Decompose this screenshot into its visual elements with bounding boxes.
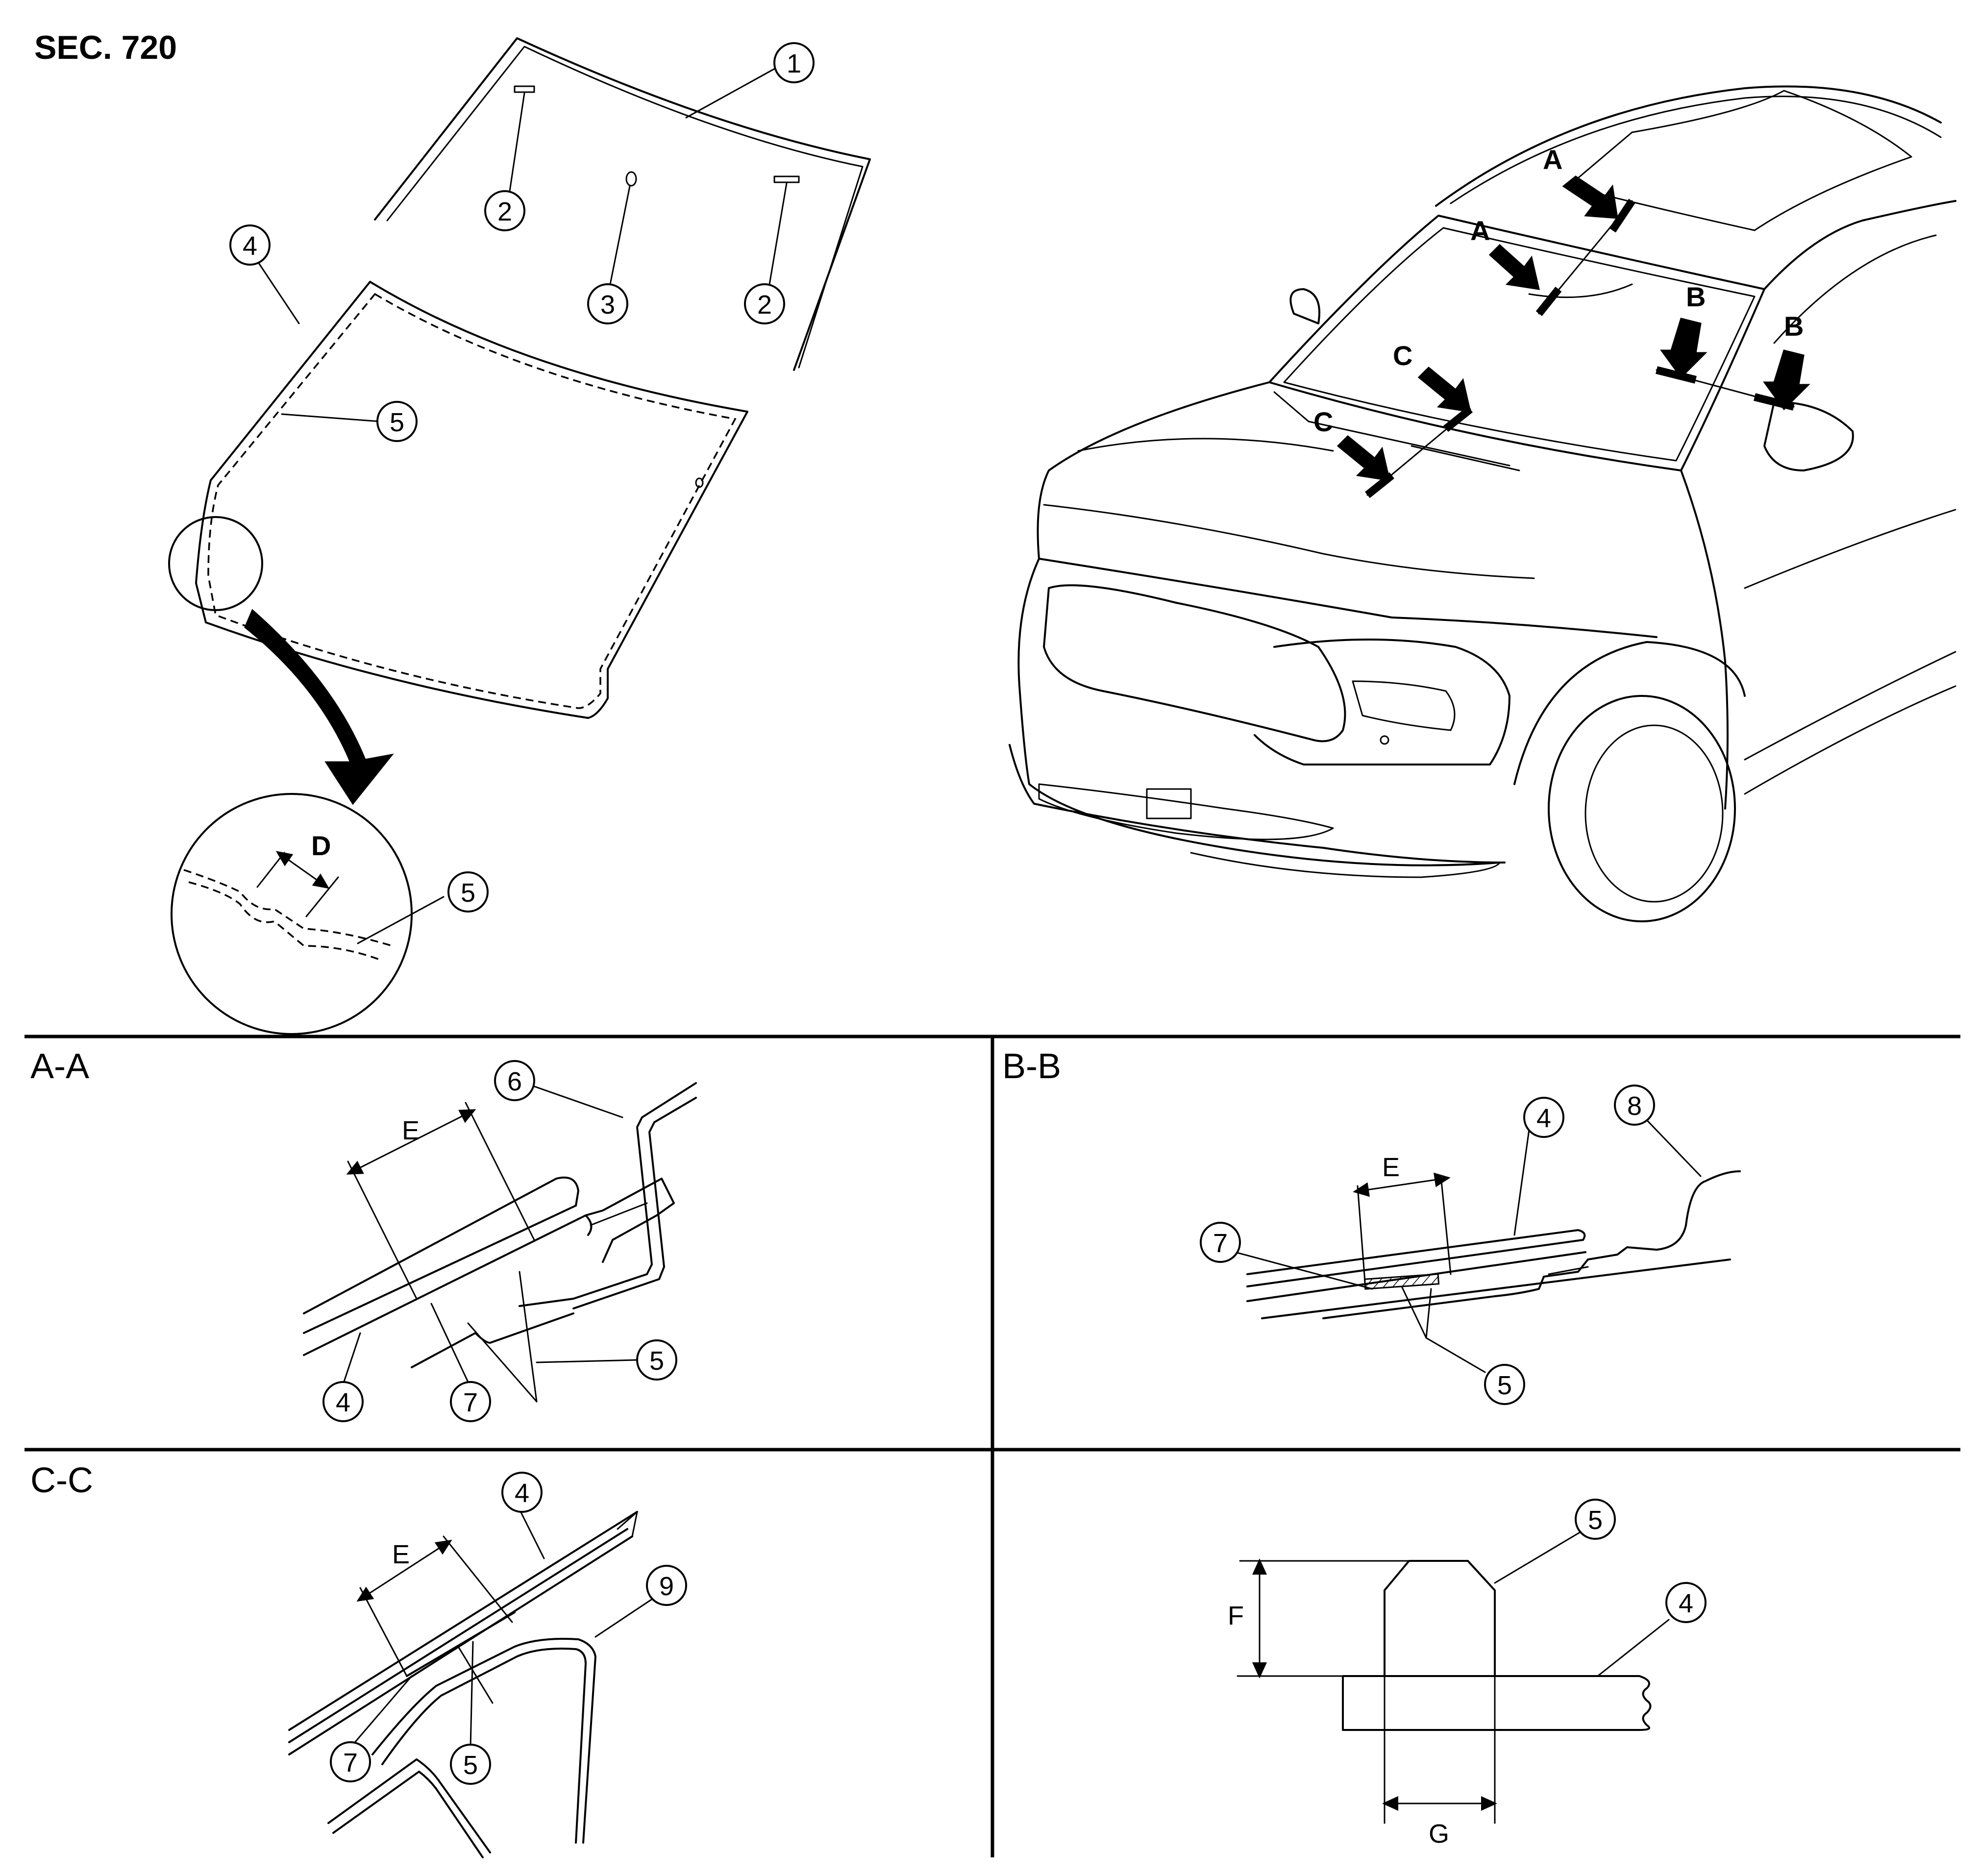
callout-4-aa: 4 <box>322 1381 364 1422</box>
svg-text:7: 7 <box>1213 1229 1228 1258</box>
svg-text:5: 5 <box>463 1751 478 1780</box>
callout-7-bb: 7 <box>1200 1222 1241 1263</box>
callout-6: 6 <box>494 1060 535 1101</box>
svg-text:6: 6 <box>507 1067 522 1096</box>
callout-5-cc: 5 <box>450 1744 491 1785</box>
callout-5-bb: 5 <box>1484 1364 1525 1405</box>
section-b-b <box>1234 1114 1741 1373</box>
section-a-label-2: A <box>1470 215 1490 246</box>
dim-f-label: F <box>1228 1601 1244 1630</box>
callout-3: 3 <box>587 283 628 324</box>
callout-5-detail: 5 <box>447 871 489 913</box>
svg-text:7: 7 <box>343 1748 358 1777</box>
section-grid <box>25 1035 1960 1857</box>
windshield-glass <box>195 281 748 719</box>
dim-g-label: G <box>1429 1819 1449 1849</box>
callout-1: 1 <box>773 42 815 83</box>
svg-text:5: 5 <box>390 408 404 437</box>
svg-text:5: 5 <box>1588 1506 1603 1535</box>
svg-text:4: 4 <box>515 1479 529 1508</box>
view-c-c-title: C-C <box>30 1461 93 1500</box>
svg-text:9: 9 <box>659 1572 674 1601</box>
spacer-left <box>509 85 535 192</box>
section-c-marker <box>1336 366 1473 498</box>
svg-text:4: 4 <box>336 1388 350 1417</box>
svg-text:3: 3 <box>600 290 615 320</box>
callout-4-bead: 4 <box>1665 1582 1707 1623</box>
vehicle-illustration <box>1009 85 1956 922</box>
section-c-c <box>288 1508 655 1858</box>
section-code: SEC. 720 <box>34 29 177 66</box>
section-c-label-2: C <box>1313 406 1333 437</box>
callout-5-aa: 5 <box>636 1339 677 1381</box>
section-b-label-1: B <box>1686 281 1706 312</box>
section-a-label-1: A <box>1543 144 1562 175</box>
detail-arrow <box>244 609 394 805</box>
spacer-right <box>768 175 800 285</box>
callout-9: 9 <box>646 1565 687 1606</box>
callout-5-bead: 5 <box>1575 1499 1616 1540</box>
svg-text:5: 5 <box>1497 1371 1512 1400</box>
detail-circle-small <box>168 516 263 611</box>
section-c-label-1: C <box>1393 340 1412 371</box>
svg-text:2: 2 <box>497 197 512 226</box>
callout-2-right: 2 <box>744 283 785 324</box>
clip <box>609 171 637 285</box>
section-b-marker <box>1656 318 1810 411</box>
callout-4-cc: 4 <box>501 1472 543 1513</box>
callout-4-bb: 4 <box>1523 1097 1564 1138</box>
callout-8: 8 <box>1614 1085 1655 1126</box>
dim-e-bb: E <box>1382 1153 1400 1182</box>
callout-5-top: 5 <box>376 401 418 442</box>
section-b-label-2: B <box>1784 311 1804 342</box>
windshield-molding <box>374 37 871 371</box>
callout-2-left: 2 <box>484 190 525 231</box>
view-b-b-title: B-B <box>1002 1047 1061 1086</box>
callout-7-aa: 7 <box>450 1381 491 1422</box>
section-a-marker <box>1488 175 1635 316</box>
svg-text:4: 4 <box>1536 1104 1551 1133</box>
svg-text:4: 4 <box>243 231 257 261</box>
svg-text:5: 5 <box>461 878 475 908</box>
svg-text:7: 7 <box>463 1388 478 1417</box>
detail-circle-large <box>171 793 413 1035</box>
svg-text:1: 1 <box>787 49 801 78</box>
svg-text:4: 4 <box>1679 1589 1693 1618</box>
section-a-a <box>303 1082 697 1403</box>
view-a-a-title: A-A <box>30 1047 89 1086</box>
dim-d-label: D <box>311 830 331 861</box>
callout-7-cc: 7 <box>330 1741 371 1782</box>
dim-e-aa: E <box>402 1116 420 1145</box>
callout-4-top: 4 <box>229 224 271 266</box>
svg-text:5: 5 <box>649 1346 664 1376</box>
svg-text:2: 2 <box>757 290 772 320</box>
svg-text:8: 8 <box>1627 1091 1642 1121</box>
dim-e-cc: E <box>392 1540 410 1569</box>
urethane-bead-detail <box>1237 1528 1670 1824</box>
